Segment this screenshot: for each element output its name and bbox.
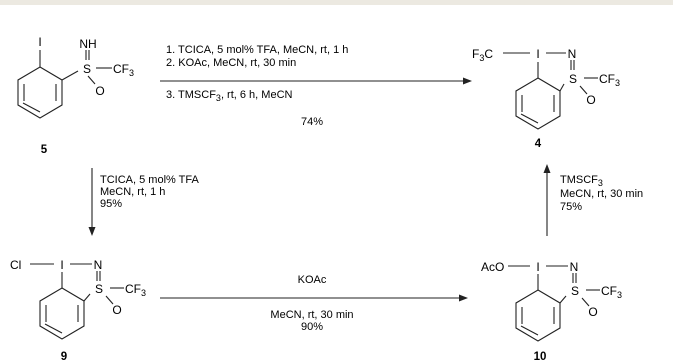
arrow-5-to-9 xyxy=(88,168,96,236)
top-condition-step-3: 3. TMSCF3, rt, 6 h, MeCN xyxy=(166,89,293,103)
conditions-left: TCICA, 5 mol% TFA MeCN, rt, 1 h 95% xyxy=(100,174,199,210)
right-condition-line-1: TMSCF3 xyxy=(560,174,603,188)
oxygen-label-9: O xyxy=(112,303,121,317)
bond-c-s-5 xyxy=(61,70,79,81)
bottom-reagent: KOAc xyxy=(298,274,327,286)
iodine-label-4: I xyxy=(536,47,539,61)
compound-5: I NH S O CF3 5 xyxy=(17,35,134,156)
conditions-bottom: KOAc MeCN, rt, 30 min 90% xyxy=(270,274,353,333)
cf3-label-5: CF3 xyxy=(113,62,134,78)
cf3-label-4: CF3 xyxy=(599,72,620,88)
nitrogen-label-4: N xyxy=(568,47,577,61)
iodine-label-9: I xyxy=(60,258,63,272)
left-yield: 95% xyxy=(100,198,122,210)
left-condition-line-1: TCICA, 5 mol% TFA xyxy=(100,174,199,186)
chloro-label-9: Cl xyxy=(10,258,21,272)
imine-label-5: NH xyxy=(79,37,96,51)
cf3-label-9: CF3 xyxy=(125,282,146,298)
top-condition-step-1: 1. TCICA, 5 mol% TFA, MeCN, rt, 1 h xyxy=(166,44,348,56)
benzene-ring-4 xyxy=(515,77,561,130)
compound-4: F3C I N S O CF3 4 xyxy=(472,47,620,150)
compound-9: Cl I N S O CF3 9 xyxy=(10,258,146,363)
f3c-label-4: F3C xyxy=(472,47,493,63)
bottom-condition-line-1: MeCN, rt, 30 min xyxy=(270,309,353,321)
nitrogen-label-9: N xyxy=(94,258,103,272)
top-yield: 74% xyxy=(301,116,323,128)
iodine-label-5: I xyxy=(38,35,41,49)
sulfur-label-9: S xyxy=(95,282,103,296)
arrow-9-to-10 xyxy=(160,294,468,302)
benzene-ring-5 xyxy=(17,66,63,119)
compound-number-9: 9 xyxy=(61,351,67,363)
iodine-label-10: I xyxy=(536,260,539,274)
sulfur-label-10: S xyxy=(571,284,579,298)
oxygen-label-5: O xyxy=(95,84,104,98)
arrow-5-to-4 xyxy=(160,77,472,85)
bottom-yield: 90% xyxy=(301,321,323,333)
conditions-top: 1. TCICA, 5 mol% TFA, MeCN, rt, 1 h 2. K… xyxy=(166,44,348,128)
conditions-right: TMSCF3 MeCN, rt, 30 min 75% xyxy=(560,174,643,213)
right-condition-line-2: MeCN, rt, 30 min xyxy=(560,188,643,200)
nitrogen-label-10: N xyxy=(570,260,579,274)
arrow-10-to-4 xyxy=(543,164,551,236)
right-yield: 75% xyxy=(560,201,582,213)
oxygen-label-10: O xyxy=(588,305,597,319)
aco-label-10: AcO xyxy=(481,260,504,274)
benzene-ring-10 xyxy=(515,289,561,342)
top-condition-step-2: 2. KOAc, MeCN, rt, 30 min xyxy=(166,57,296,69)
sulfur-label-4: S xyxy=(569,72,577,86)
oxygen-label-4: O xyxy=(586,93,595,107)
left-condition-line-2: MeCN, rt, 1 h xyxy=(100,186,165,198)
cf3-label-10: CF3 xyxy=(601,284,622,300)
header-bar xyxy=(0,0,673,5)
compound-number-5: 5 xyxy=(41,144,48,156)
compound-number-10: 10 xyxy=(534,351,547,363)
benzene-ring-9 xyxy=(39,287,85,340)
sulfur-label-5: S xyxy=(83,62,91,76)
compound-number-4: 4 xyxy=(535,138,542,150)
compound-10: AcO I N S O CF3 10 xyxy=(481,260,622,363)
